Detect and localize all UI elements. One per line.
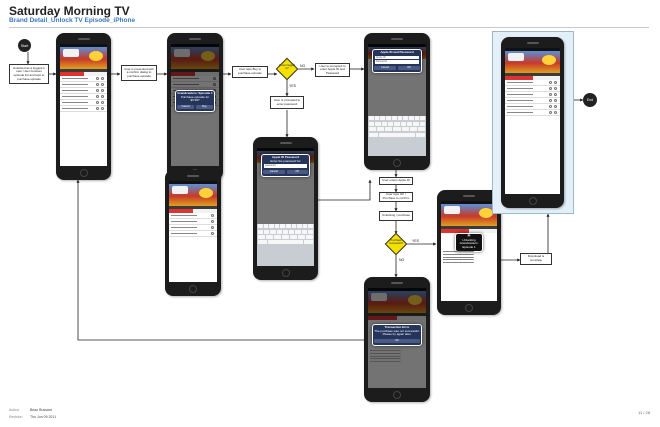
start-node: Start — [18, 39, 31, 52]
home-button-icon — [79, 169, 88, 177]
phone-unlocked-list — [501, 37, 564, 208]
list-item[interactable] — [505, 80, 560, 86]
note-download: Download is complete — [520, 253, 552, 265]
unlocking-spinner: ✳ Unlocking Grandcasters: Episode 1 — [455, 233, 483, 253]
revision-label: Revision — [9, 415, 23, 419]
list-item[interactable] — [505, 98, 560, 104]
note-enters-pw: User enters Apple ID — [379, 177, 413, 185]
list-item[interactable] — [505, 92, 560, 98]
list-item[interactable] — [60, 106, 107, 112]
ok-button[interactable]: OK — [398, 65, 420, 70]
phone-episode-list — [56, 33, 111, 180]
list-item[interactable] — [505, 104, 560, 110]
note-start: Unlocked as a logged in user. User brows… — [9, 64, 49, 84]
edge-label-yes: YES — [412, 239, 420, 243]
cancel-button[interactable]: Cancel — [374, 65, 396, 70]
episode-description: ▬▬▬▬▬▬▬▬▬▬▬▬▬▬▬▬▬▬▬▬▬▬▬▬▬▬▬▬▬▬▬▬▬▬▬▬▬▬▬▬… — [443, 251, 474, 265]
note-taps-buy: User taps Buy to purchase episode — [232, 66, 268, 78]
list-item[interactable] — [505, 110, 560, 116]
decision-logged-label: Is user logged in? — [278, 64, 296, 70]
edge-label-no: NO — [399, 258, 405, 262]
phone-apple-id-password: Apple ID Password Enter the password for… — [253, 137, 318, 280]
phone-unlocking: ✳ Unlocking Grandcasters: Episode 1 ▬▬▬▬… — [437, 190, 501, 315]
show-banner — [60, 47, 107, 69]
apple-id-dialog: Apple ID and Password Apple ID Password … — [372, 49, 422, 73]
author-label: Author — [9, 408, 20, 412]
edge-label-no: NO — [300, 64, 306, 68]
connector — [76, 179, 364, 341]
password-dialog: Apple ID Password Enter the password for… — [261, 154, 310, 177]
note-apple-id: User is prompted to enter Apple ID and P… — [315, 63, 350, 77]
connector — [318, 179, 372, 201]
episode-tabs[interactable] — [60, 72, 107, 76]
keyboard[interactable] — [368, 115, 426, 156]
list-item[interactable] — [169, 219, 217, 225]
ok-button[interactable]: OK — [374, 338, 420, 343]
edge-label-yes: YES — [289, 84, 297, 88]
note-confirm: User is presented with a confirm dialog … — [121, 65, 157, 81]
end-node: End — [583, 93, 597, 107]
episode-description: ▬▬▬▬▬▬▬▬▬▬▬▬▬▬▬▬▬▬▬▬▬▬▬▬▬▬▬▬▬▬▬▬▬▬▬▬▬▬▬▬… — [370, 350, 401, 364]
list-item[interactable] — [60, 88, 107, 94]
error-dialog: Transaction Error The purchase was not s… — [372, 324, 422, 346]
phone-transaction-error: Transaction Error The purchase was not s… — [364, 277, 430, 402]
tab-extras[interactable] — [83, 72, 107, 76]
ok-button[interactable]: OK — [286, 169, 308, 174]
phone-apple-id: Apple ID and Password Apple ID Password … — [364, 33, 430, 170]
note-taps-ok: User taps OK / Purchase to confirm — [379, 192, 413, 202]
list-item[interactable] — [505, 86, 560, 92]
purchase-dialog: Grandcasters: Episode 1 Purchase episode… — [175, 90, 215, 112]
list-item[interactable] — [169, 213, 217, 219]
page-subtitle: Brand Detail_Unlock TV Episode_iPhone — [9, 17, 136, 24]
phone-screen — [60, 44, 107, 166]
cancel-button[interactable]: Cancel — [263, 169, 285, 174]
revision-value: Thu Jun 09 2011 — [30, 415, 57, 419]
apple-id-field[interactable]: Apple ID — [375, 55, 419, 60]
page-number: 11 / 28 — [638, 410, 650, 415]
list-item[interactable] — [169, 231, 217, 237]
header-divider — [9, 27, 649, 28]
list-item[interactable] — [60, 94, 107, 100]
note-prompted-pw: User is prompted to enter password — [270, 96, 304, 109]
list-item[interactable] — [60, 76, 107, 82]
note-unlocking: Unlocking / purchase — [379, 211, 413, 221]
password-field[interactable]: password — [264, 164, 307, 168]
phone-confirm-purchase: Grandcasters: Episode 1 Purchase episode… — [167, 33, 223, 180]
cancel-button[interactable]: Cancel — [177, 104, 194, 109]
list-item[interactable] — [169, 225, 217, 231]
author-value: Brian Bussard — [30, 408, 52, 412]
password-field[interactable]: Password — [375, 60, 419, 64]
phone-episode-list-2 — [165, 170, 221, 296]
keyboard[interactable] — [257, 223, 314, 266]
spinner-icon: ✳ — [466, 233, 472, 239]
phone-speaker — [77, 38, 90, 40]
section-header — [60, 69, 107, 72]
tab-episodes[interactable] — [60, 72, 84, 76]
page-title: Saturday Morning TV — [9, 4, 130, 18]
decision-success-label: Purchase successful? — [389, 239, 403, 245]
buy-button[interactable]: Buy — [196, 104, 213, 109]
list-item[interactable] — [60, 100, 107, 106]
list-item[interactable] — [60, 82, 107, 88]
